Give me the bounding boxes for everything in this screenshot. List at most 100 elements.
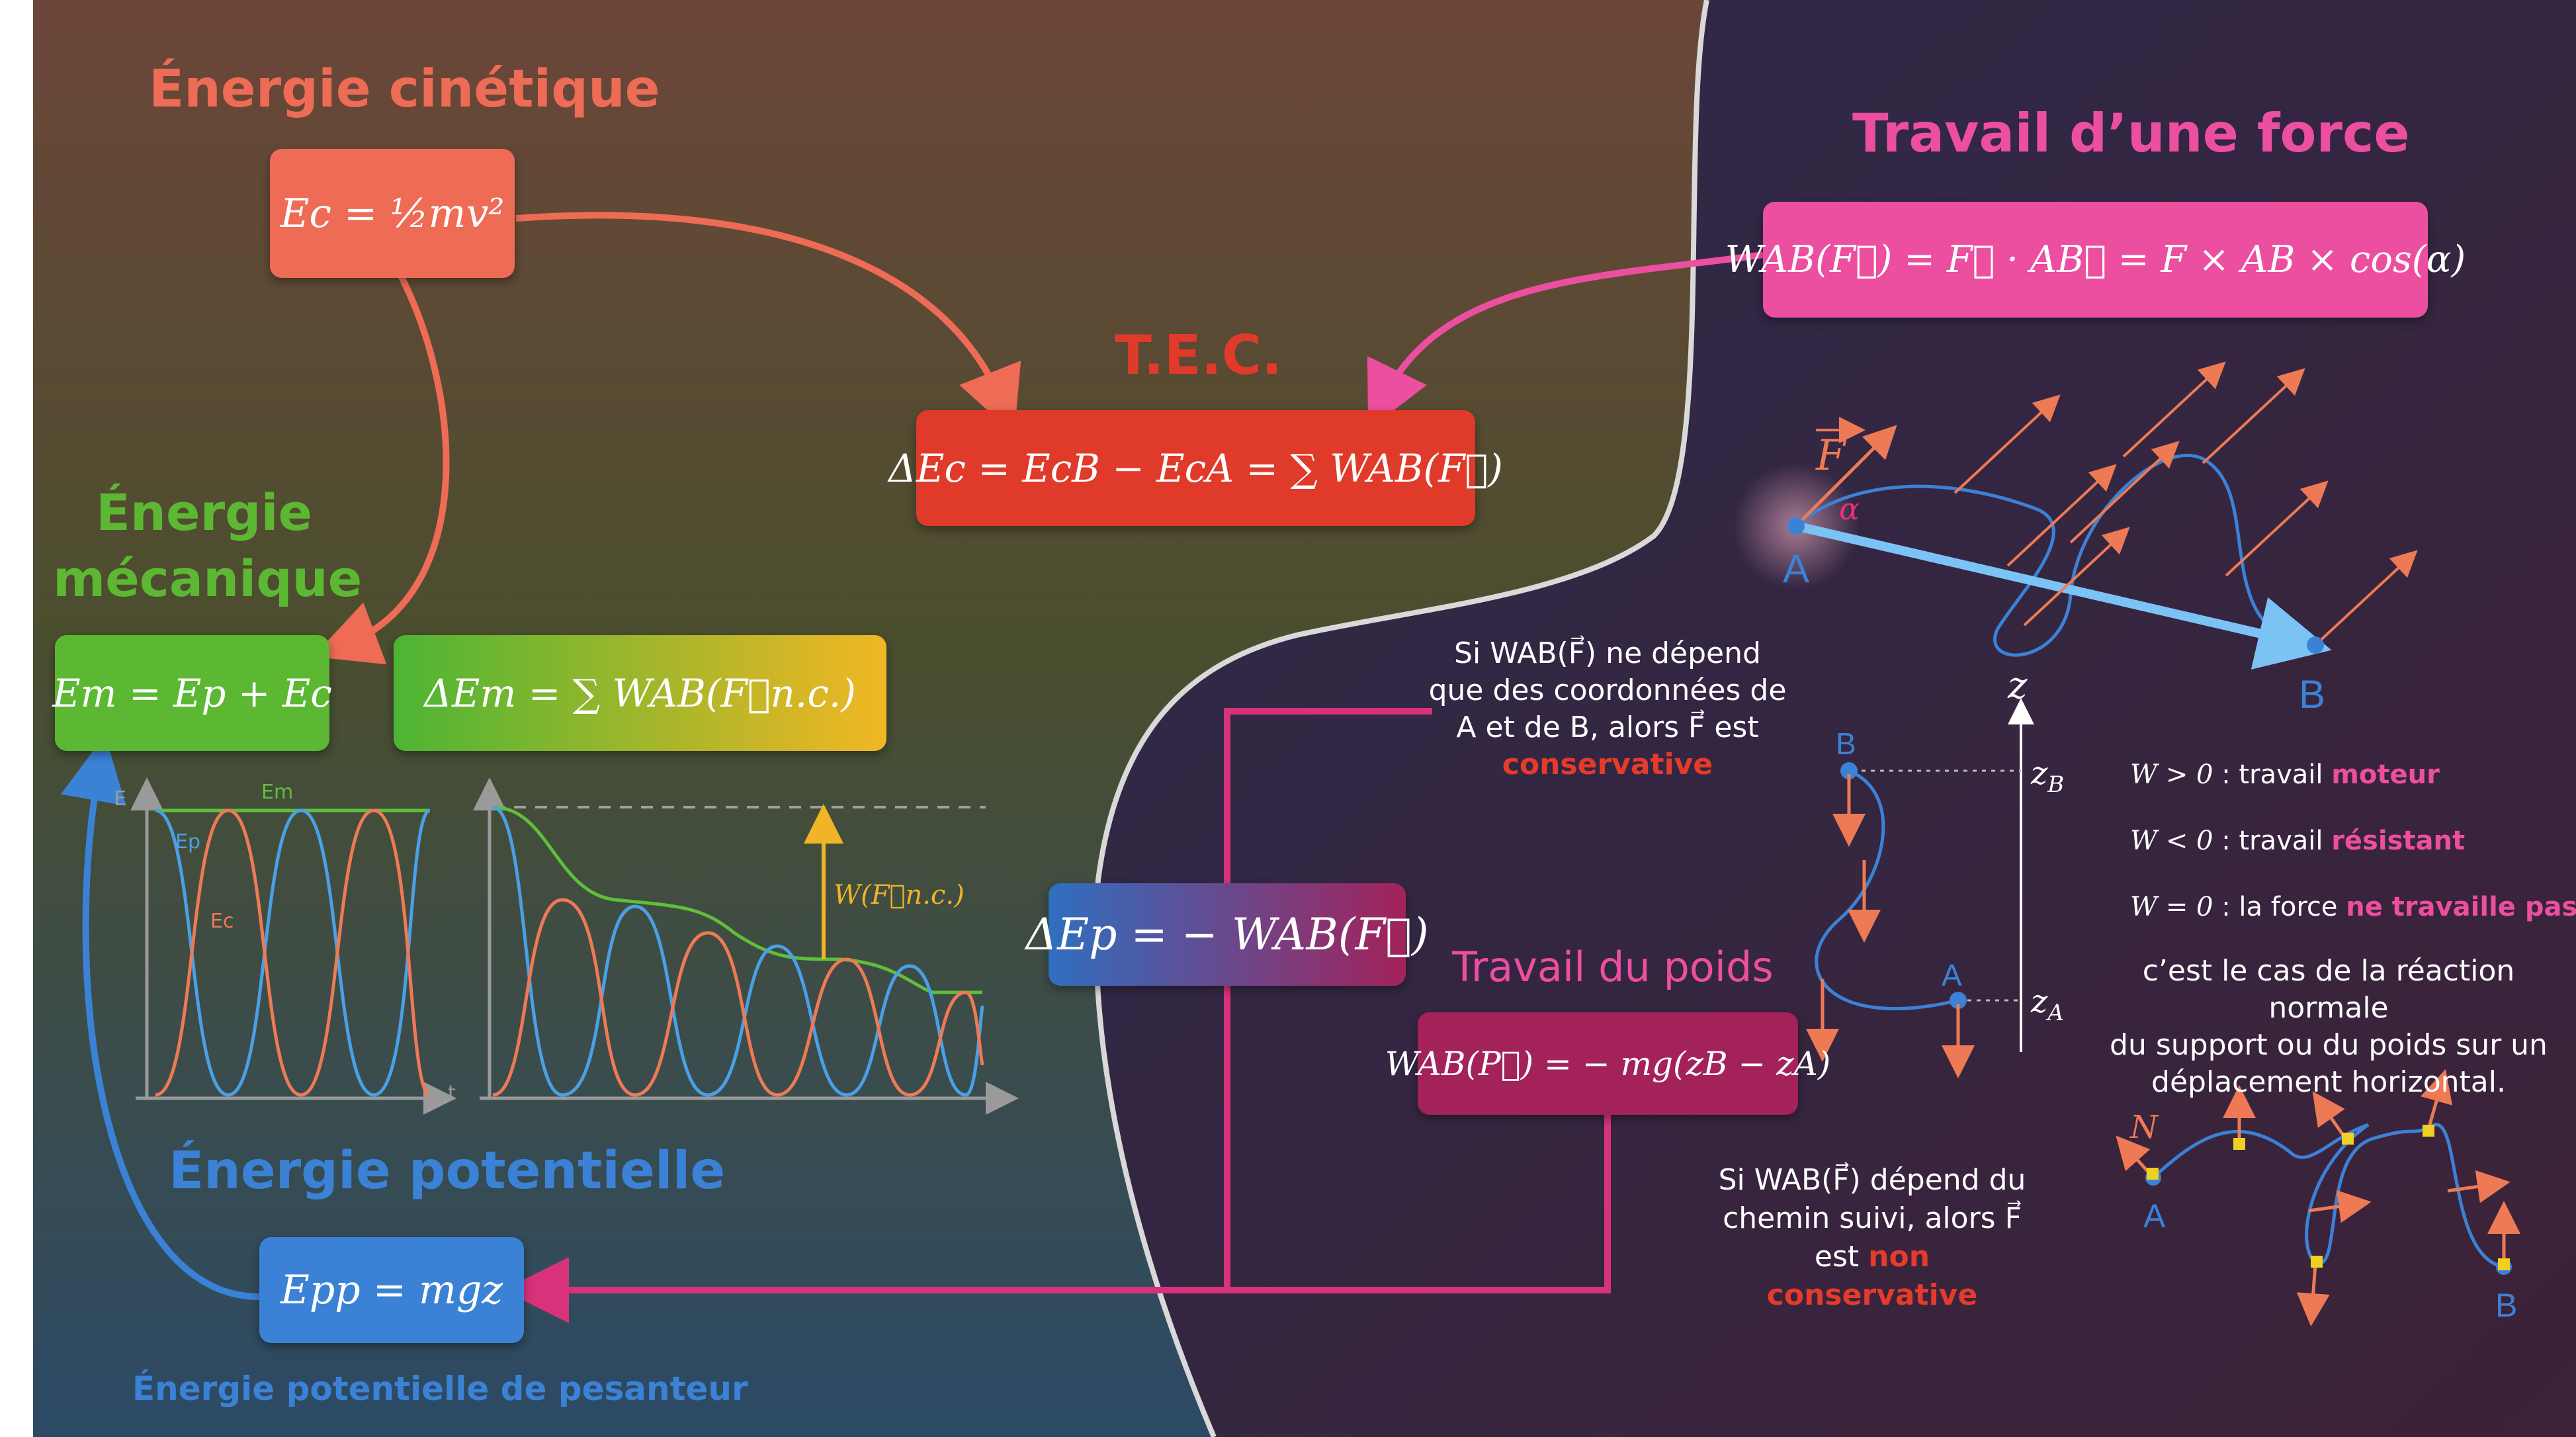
force-vector xyxy=(2006,464,2117,567)
force-vector xyxy=(2023,527,2130,627)
normal-label-n: N xyxy=(2129,1109,2159,1146)
force-vector xyxy=(2122,361,2226,458)
arrow-ec-to-tec xyxy=(515,212,1021,435)
right-angle-mark xyxy=(2498,1258,2510,1270)
arrow-work-to-tec xyxy=(1367,251,1764,430)
formula-delta-potential-energy: ΔEp = − WAB(F⃗) xyxy=(1025,883,1429,986)
label-alpha: α xyxy=(1839,491,1860,527)
displacement-vector xyxy=(1795,521,2332,670)
formula-weight-work: WAB(P⃗) = − mg(zB − zA) xyxy=(1385,1012,1830,1115)
divider-curve xyxy=(1093,0,1709,1437)
work-positive-rule: W > 0 : travail moteur xyxy=(2130,760,2440,790)
za-sub: A xyxy=(2045,1000,2064,1026)
conservative-line1: Si WAB(F⃗) ne dépend xyxy=(1454,636,1761,670)
work-positive-word: moteur xyxy=(2331,760,2440,790)
formula-gravitational-potential-energy: Epp = mgz xyxy=(259,1237,524,1343)
weight-label-a: A xyxy=(1942,958,1962,992)
title-mechanical-energy-line1: Énergie xyxy=(96,483,313,542)
z-axis-label: z xyxy=(2007,664,2028,707)
conservative-line3: A et de B, alors F⃗ est xyxy=(1456,711,1759,744)
graph-nonconservative xyxy=(473,777,1019,1115)
graph2-ep-curve xyxy=(492,805,984,1097)
nonconservative-prefix: est xyxy=(1814,1240,1860,1274)
normal-reaction-text: c’est le cas de la réaction normale du s… xyxy=(2084,953,2573,1101)
work-zero-word: ne travaille pas xyxy=(2346,892,2576,922)
graph1-ec-label: Ec xyxy=(210,910,234,933)
support-label-b: B xyxy=(2495,1287,2517,1324)
normal-vector xyxy=(2312,1091,2347,1139)
normal-reaction-line1: c’est le cas de la réaction normale xyxy=(2142,954,2515,1025)
title-tec: T.E.C. xyxy=(1115,324,1283,387)
force-vector xyxy=(2314,550,2418,646)
nonconservative-line2: chemin suivi, alors F⃗ xyxy=(1723,1201,2022,1235)
force-vector xyxy=(1953,394,2061,494)
graph2-ec-curve xyxy=(492,898,984,1097)
force-vector xyxy=(2069,441,2180,544)
graph1-ep-curve xyxy=(155,808,431,1097)
normal-vector xyxy=(2308,1190,2372,1223)
trajectory-curve xyxy=(1795,453,2316,657)
right-angle-mark xyxy=(2342,1133,2354,1145)
point-b xyxy=(2307,636,2324,654)
conservative-word: conservative xyxy=(1502,748,1713,781)
formula-tec: ΔEc = EcB − EcA = ∑ WAB(F⃗) xyxy=(888,410,1503,526)
normal-reaction-line2: du support ou du poids sur un xyxy=(2110,1028,2548,1062)
normal-vector xyxy=(2447,1170,2511,1203)
weight-point-b xyxy=(1840,762,1858,779)
title-mechanical-energy-line2: mécanique xyxy=(53,549,363,608)
title-weight-work: Travail du poids xyxy=(1452,943,1774,991)
zb-sub: B xyxy=(2047,771,2064,798)
right-angle-mark xyxy=(2423,1125,2434,1137)
arrow-epp-to-em xyxy=(61,734,260,1300)
graph-conservative xyxy=(130,777,456,1115)
graph1-ec-curve xyxy=(155,808,431,1097)
graph2-em-curve xyxy=(492,805,982,994)
work-positive-formula: W > 0 xyxy=(2130,760,2213,790)
work-zero-text: : la force xyxy=(2221,892,2338,922)
nonconservative-word: non conservative xyxy=(1766,1240,1978,1312)
point-a xyxy=(1787,517,1805,535)
work-force-illustration: A B F α xyxy=(1733,361,2418,717)
weight-trajectory xyxy=(1815,769,1959,1011)
work-zero-rule: W = 0 : la force ne travaille pas xyxy=(2130,892,2576,922)
weight-point-a xyxy=(1950,992,1967,1009)
nonconservative-line3: est non conservative xyxy=(1707,1238,2038,1315)
title-potential-energy: Énergie potentielle xyxy=(169,1141,726,1201)
title-work-of-a-force: Travail d’une force xyxy=(1852,103,2410,164)
formula-mechanical-energy: Em = Ep + Ec xyxy=(52,635,332,751)
work-negative-formula: W < 0 xyxy=(2130,826,2213,856)
formula-work-of-a-force: WAB(F⃗) = F⃗ · AB⃗ = F × AB × cos(α) xyxy=(1725,202,2466,318)
right-angle-mark xyxy=(2311,1256,2323,1268)
force-vector-main xyxy=(1795,425,1897,527)
conservative-text: Si WAB(F⃗) ne dépend que des coordonnées… xyxy=(1422,635,1793,783)
label-a: A xyxy=(1783,546,1809,591)
support-label-a: A xyxy=(2143,1198,2166,1235)
white-margin-left xyxy=(0,0,33,1437)
formula-kinetic-energy: Ec = ½mv² xyxy=(270,149,515,278)
connector-weight xyxy=(503,1115,1611,1323)
work-negative-text: : travail xyxy=(2221,826,2323,856)
graph1-e-axis-label: E xyxy=(114,787,126,810)
graph1-em-label: Em xyxy=(261,781,294,804)
normal-reaction-line3: déplacement horizontal. xyxy=(2151,1065,2506,1099)
nonconservative-text: Si WAB(F⃗) dépend du chemin suivi, alors… xyxy=(1707,1161,2038,1315)
right-angle-mark xyxy=(2233,1138,2245,1150)
label-b: B xyxy=(2299,672,2325,717)
arrow-ec-to-em xyxy=(313,273,450,665)
label-f: F xyxy=(1815,431,1847,480)
connector-conservative xyxy=(1224,708,1432,1287)
graph1-t-axis-label: t xyxy=(448,1082,456,1105)
force-vector xyxy=(2202,368,2305,464)
graph2-work-label: W(F⃗n.c.) xyxy=(834,880,965,910)
normal-reaction-illustration: A B N xyxy=(2116,1068,2520,1327)
nonconservative-line1: Si WAB(F⃗) dépend du xyxy=(1718,1163,2026,1197)
title-kinetic-energy: Énergie cinétique xyxy=(149,60,660,119)
normal-vector xyxy=(2296,1263,2330,1327)
normal-vector xyxy=(2421,1068,2453,1132)
weight-label-b: B xyxy=(1836,726,1856,761)
work-zero-formula: W = 0 xyxy=(2130,892,2213,922)
work-negative-rule: W < 0 : travail résistant xyxy=(2130,826,2465,856)
work-positive-text: : travail xyxy=(2221,760,2323,790)
conservative-line2: que des coordonnées de xyxy=(1428,674,1787,707)
work-negative-word: résistant xyxy=(2331,826,2466,856)
